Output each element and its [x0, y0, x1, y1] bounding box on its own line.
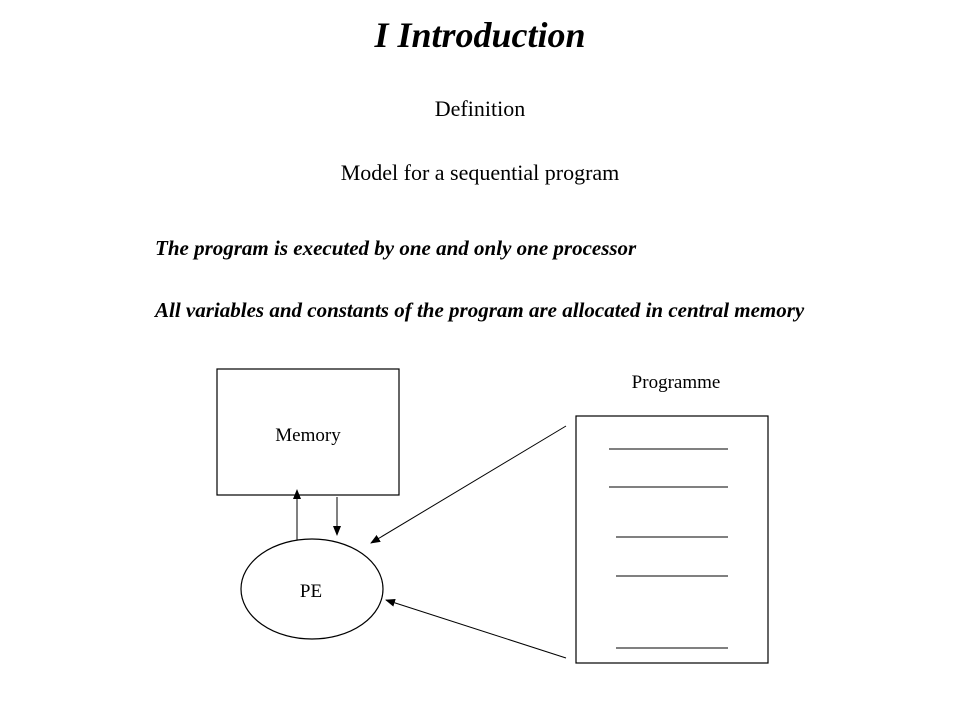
bullet-one-processor: The program is executed by one and only …	[155, 236, 637, 260]
pe-block: PE	[240, 538, 384, 640]
bullet-central-memory: All variables and constants of the progr…	[155, 298, 805, 322]
programme-to-pe-arrow-top	[370, 425, 567, 544]
pe-label: PE	[300, 581, 322, 602]
definition-heading: Definition	[434, 96, 526, 121]
memory-label: Memory	[275, 425, 341, 446]
programme-label: Programme	[632, 372, 721, 393]
pe-ellipse	[240, 538, 384, 640]
programme-to-pe-arrow-bottom	[385, 598, 567, 659]
memory-block: Memory	[216, 368, 400, 496]
programme-box	[575, 415, 769, 664]
model-heading: Model for a sequential program	[340, 160, 620, 185]
memory-box	[216, 368, 400, 496]
slide-title: I Introduction	[374, 15, 586, 55]
